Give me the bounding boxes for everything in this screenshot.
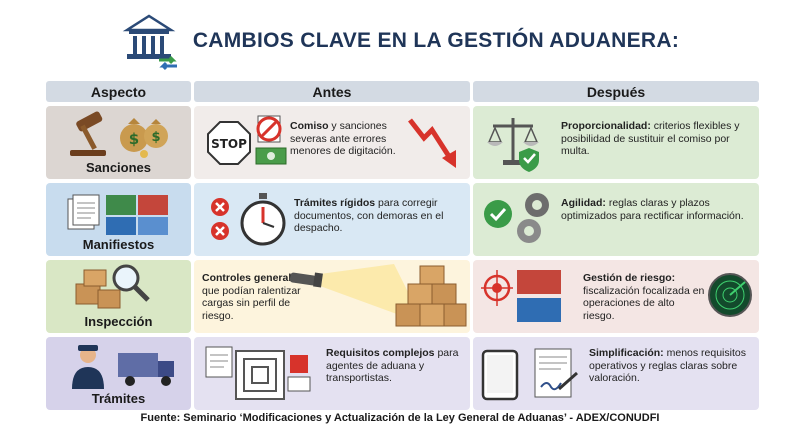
row-inspeccion: Inspección Controles generales que podía… bbox=[46, 260, 759, 333]
customs-building-icon bbox=[122, 14, 177, 71]
aspect-cell-tramites: Trámites bbox=[46, 337, 191, 410]
header-row: Aspecto Antes Después bbox=[46, 81, 759, 102]
aspect-cell-inspeccion: Inspección bbox=[46, 260, 191, 333]
source-footer: Fuente: Seminario ‘Modificaciones y Actu… bbox=[140, 412, 660, 424]
page-title: CAMBIOS CLAVE EN LA GESTIÓN ADUANERA: bbox=[192, 29, 680, 52]
boxes-magnifier-icon bbox=[75, 264, 150, 309]
target-containers-icon bbox=[481, 270, 561, 322]
row-manifiestos: Manifiestos Trámites rígidos para correg… bbox=[46, 183, 759, 256]
aspect-cell-manifiestos: Manifiestos bbox=[46, 183, 191, 256]
title-row: CAMBIOS CLAVE EN LA GESTIÓN ADUANERA: bbox=[0, 6, 800, 76]
officer-truck-icon bbox=[72, 345, 174, 389]
aspect-label: Trámites bbox=[91, 391, 146, 406]
after-cell-inspeccion: Gestión de riesgo: fiscalización focaliz… bbox=[473, 260, 759, 333]
after-cell-sanciones: Proporcionalidad: criterios flexibles y … bbox=[473, 106, 759, 179]
header-before: Antes bbox=[194, 81, 470, 102]
header-aspect: Aspecto bbox=[46, 81, 191, 102]
row-tramites: Trámites Requisitos complejos para agent… bbox=[46, 337, 759, 410]
before-text-manifiestos: Trámites rígidos para corregir documento… bbox=[294, 197, 444, 234]
header-after: Después bbox=[473, 81, 759, 102]
down-trend-arrow-icon bbox=[408, 118, 456, 168]
aspect-cell-sanciones: $ $ Sanciones bbox=[46, 106, 191, 179]
comparison-table: Aspecto Antes Después $ $ Sanciones bbox=[46, 81, 759, 414]
maze-documents-icon bbox=[205, 346, 311, 400]
before-cell-manifiestos: Trámites rígidos para corregir documento… bbox=[194, 183, 470, 256]
gavel-money-bags-icon: $ $ bbox=[70, 111, 168, 158]
gears-icon bbox=[517, 193, 549, 243]
after-cell-manifiestos: Agilidad: reglas claras y plazos optimiz… bbox=[473, 183, 759, 256]
before-cell-inspeccion: Controles generales que podían ralentiza… bbox=[194, 260, 470, 333]
after-text-inspeccion: Gestión de riesgo: fiscalización focaliz… bbox=[583, 272, 705, 322]
stopwatch-icon bbox=[240, 193, 286, 246]
aspect-label: Manifiestos bbox=[82, 237, 155, 252]
before-text-tramites: Requisitos complejos para agentes de adu… bbox=[326, 347, 459, 384]
before-text-inspeccion: Controles generales que podían ralentiza… bbox=[202, 272, 303, 322]
after-text-manifiestos: Agilidad: reglas claras y plazos optimiz… bbox=[561, 197, 744, 222]
tablet-document-icon bbox=[481, 348, 578, 401]
radar-icon bbox=[708, 273, 752, 317]
before-cell-sanciones: STOP Comiso y sanciones severas ante err… bbox=[194, 106, 470, 179]
aspect-label: Inspección bbox=[84, 314, 153, 329]
error-x-icons bbox=[211, 198, 229, 240]
before-cell-tramites: Requisitos complejos para agentes de adu… bbox=[194, 337, 470, 410]
documents-containers-icon bbox=[67, 194, 168, 235]
check-circle-icon bbox=[484, 200, 512, 228]
aspect-label: Sanciones bbox=[85, 160, 152, 175]
row-sanciones: $ $ Sanciones STOP Comiso y sanciones bbox=[46, 106, 759, 179]
stop-sign-icon: STOP bbox=[207, 121, 251, 165]
prohibited-document-money-icon bbox=[255, 115, 287, 165]
before-text-sanciones: Comiso y sanciones severas ante errores … bbox=[290, 120, 396, 157]
after-text-tramites: Simplificación: menos requisitos operati… bbox=[589, 347, 746, 384]
stop-sign-text: STOP bbox=[211, 137, 247, 151]
svg-text:$: $ bbox=[151, 130, 160, 145]
after-text-sanciones: Proporcionalidad: criterios flexibles y … bbox=[561, 120, 740, 157]
scales-shield-icon bbox=[487, 118, 539, 172]
flashlight-boxes-icon bbox=[289, 264, 467, 327]
after-cell-tramites: Simplificación: menos requisitos operati… bbox=[473, 337, 759, 410]
svg-text:$: $ bbox=[129, 130, 139, 148]
